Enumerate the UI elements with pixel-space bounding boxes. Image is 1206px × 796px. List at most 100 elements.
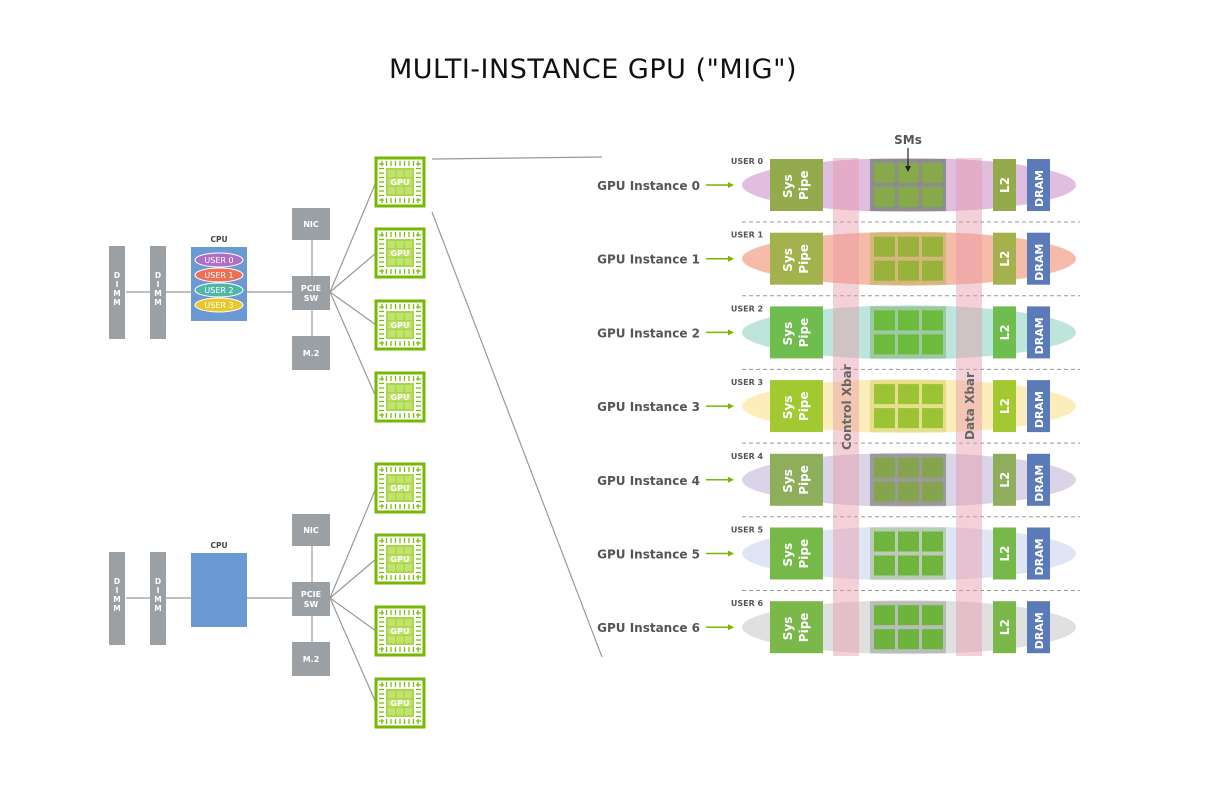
l2-block [993,453,1016,506]
gpu-die-cell [388,321,395,329]
gpu-label: GPU [391,484,410,493]
l2-label: L2 [998,324,1012,340]
connector-line [329,597,377,704]
gpu-die-cell [405,258,412,265]
dram-block [1027,232,1050,285]
m2-drive-box [292,336,330,370]
gpu-die-cell [388,708,395,715]
sm-cell [874,629,895,650]
gpu-die-cell [405,699,412,707]
gpu-die-cell [396,178,404,186]
dimm-label: M [113,289,120,298]
dimm-label: M [154,595,161,604]
m2-drive-label: M.2 [303,655,320,664]
gpu-die-cell [388,178,395,186]
gpu-die-cell [396,627,404,635]
dram-label: DRAM [1033,170,1046,207]
connector-line [329,487,377,599]
connector-line [329,181,377,293]
gpu-chip: GPU [374,533,426,585]
sm-cell [874,384,895,405]
gpu-label: GPU [391,178,410,187]
l2-block [993,380,1016,433]
sms-label: SMs [894,133,922,147]
sm-cell [874,236,895,257]
cpu-label: CPU [210,235,227,244]
gpu-die-cell [388,241,395,248]
connector-line [329,597,377,632]
gpu-die-cell [388,691,395,698]
l2-label: L2 [998,472,1012,488]
sms-arrow-head [905,166,911,172]
data-xbar-label: Data Xbar [963,372,977,440]
sm-cell [922,334,943,355]
l2-label: L2 [998,398,1012,414]
sm-cell [922,260,943,281]
connector-line [329,291,377,326]
pcie-switch-label: SW [304,600,319,609]
l2-label: L2 [998,251,1012,267]
dram-block [1027,527,1050,580]
gpu-die-cell [396,402,404,409]
cpu-label: CPU [210,541,227,550]
sys-pipe-label: Pipe [797,170,811,200]
instance-user-label: USER 6 [731,599,764,608]
gpu-die-cell [388,699,395,707]
sm-cell [874,260,895,281]
instance-arrow-head [728,255,734,262]
data-xbar-band [956,158,982,656]
gpu-die-cell [396,564,404,571]
gpu-die-cell [396,699,404,707]
dram-block [1027,306,1050,359]
gpu-die-cell [405,476,412,483]
sm-cell [898,384,919,405]
gpu-die-cell [388,493,395,500]
sm-cell [922,187,943,207]
dimm-label: M [113,604,120,613]
instance-label: GPU Instance 3 [597,400,700,414]
cpu-user-oval: USER 1 [194,267,244,283]
gpu-die-cell [405,402,412,409]
gpu-die-cell [388,627,395,635]
gpu-die-cell [388,636,395,643]
dram-block [1027,601,1050,654]
dram-block [1027,159,1050,211]
instance-user-label: USER 3 [731,378,763,387]
gpu-die-cell [396,619,404,626]
instance-arrow-head [728,624,734,631]
gpu-die-cell [405,313,412,320]
gpu-die-cell [396,691,404,698]
cpu-user-shape [194,267,244,283]
gpu-die-cell [388,385,395,392]
sys-pipe-label: Pipe [797,613,811,643]
gpu-chip: GPU [374,299,426,351]
instance-user-label: USER 1 [731,231,764,240]
zoom-line [431,211,603,658]
sm-cell [874,408,895,429]
sm-cell [922,384,943,405]
dimm-label: D [155,577,161,586]
sm-cell [922,629,943,650]
dimm-box [150,246,166,339]
sm-cell [898,187,919,207]
control-xbar-band [833,158,859,656]
nic-label: NIC [303,220,319,229]
sm-cell [898,605,919,626]
sm-cell [922,457,943,478]
sys-pipe-label: Pipe [797,244,811,274]
dimm-box [150,552,166,645]
nic-box [292,514,330,546]
instance-label: GPU Instance 6 [597,621,700,635]
l2-block [993,306,1016,359]
gpu-die-cell [405,627,412,635]
sm-cell [874,163,895,183]
cpu-box [191,553,247,627]
sys-pipe-label: Sys [781,395,795,419]
sm-cell [874,334,895,355]
l2-block [993,601,1016,654]
dram-label: DRAM [1033,465,1046,502]
